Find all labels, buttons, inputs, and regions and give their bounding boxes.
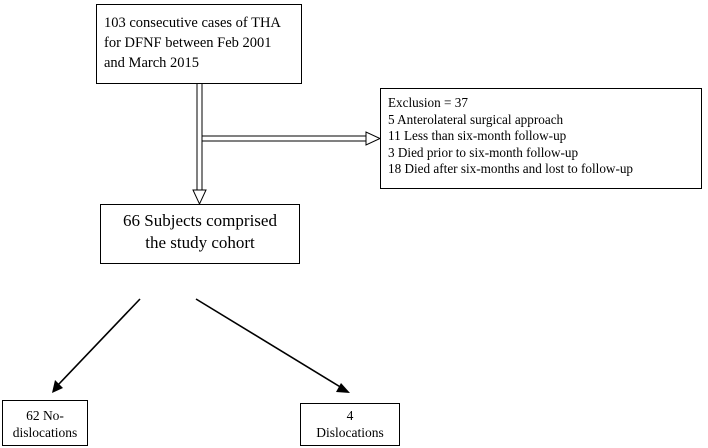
dislocations-box: 4 Dislocations — [300, 403, 400, 446]
exclusion-reason-died-prior: 3 Died prior to six-month follow-up — [388, 144, 579, 160]
study-cohort-line-1: 66 Subjects comprised — [123, 211, 277, 230]
no-dislocations-line-2: dislocations — [12, 425, 78, 440]
arrow-top-to-cohort — [192, 84, 207, 206]
study-cohort-box: 66 Subjects comprised the study cohort — [100, 204, 300, 264]
arrow-to-no-dislocations — [52, 298, 141, 393]
arrow-to-dislocations — [195, 298, 350, 393]
exclusion-reason-approach: 5 Anterolateral surgical approach — [388, 111, 564, 127]
dislocations-line-2: Dislocations — [316, 425, 384, 440]
exclusion-reason-followup: 11 Less than six-month follow-up — [388, 128, 567, 143]
exclusion-total: Exclusion = 37 — [388, 95, 468, 110]
initial-cases-box: 103 consecutive cases of THA for DFNF be… — [96, 4, 302, 84]
no-dislocations-line-1: 62 No- — [26, 408, 64, 423]
arrow-to-exclusion — [202, 131, 382, 146]
dislocations-line-1: 4 — [346, 408, 354, 423]
study-cohort-line-2: the study cohort — [145, 233, 255, 252]
initial-cases-line-1: 103 consecutive cases of THA — [104, 15, 281, 31]
initial-cases-line-2: for DFNF between Feb 2001 — [104, 35, 272, 51]
exclusion-reason-died-after: 18 Died after six-months and lost to fol… — [388, 161, 634, 176]
no-dislocations-box: 62 No- dislocations — [2, 400, 88, 446]
exclusion-box: Exclusion = 37 5 Anterolateral surgical … — [380, 88, 702, 189]
initial-cases-line-3: and March 2015 — [104, 55, 200, 71]
